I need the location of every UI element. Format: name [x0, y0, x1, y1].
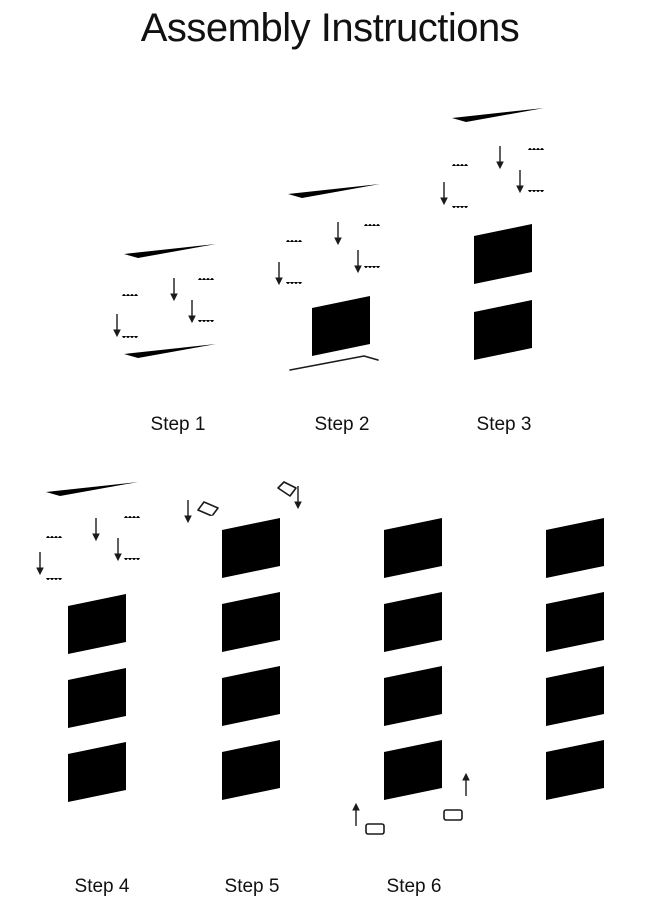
step-2-label: Step 2	[314, 414, 370, 435]
arrow-down-icon	[170, 277, 178, 301]
step-5-illustration	[184, 481, 302, 808]
arrow-down-icon	[516, 169, 524, 193]
arrow-down-icon	[113, 313, 121, 337]
step-3-label: Step 3	[476, 414, 532, 435]
arrow-down-icon	[114, 537, 122, 561]
finished-cart-illustration	[524, 504, 617, 817]
arrow-down-icon	[334, 221, 342, 245]
step-1-label: Step 1	[150, 414, 206, 435]
arrow-down-icon	[92, 517, 100, 541]
step-4-label: Step 4	[74, 876, 130, 897]
wheel-caster-icon	[365, 823, 385, 841]
arrow-down-icon	[184, 499, 192, 523]
arrow-down-icon	[496, 145, 504, 169]
step-3-illustration	[440, 104, 544, 368]
arrow-down-icon	[440, 181, 448, 205]
step-4-illustration	[36, 478, 140, 810]
page-title: Assembly Instructions	[140, 6, 520, 50]
arrow-down-icon	[188, 299, 196, 323]
step-5-label: Step 5	[224, 876, 280, 897]
step-1-illustration	[113, 240, 216, 372]
wheel-caster-icon	[443, 809, 463, 827]
arrow-down-icon	[36, 551, 44, 575]
arrow-up-icon	[352, 803, 360, 827]
step-6-illustration	[352, 504, 470, 841]
step-6-label: Step 6	[386, 876, 442, 897]
arrow-up-icon	[462, 773, 470, 797]
step-2-illustration	[275, 180, 380, 371]
arrow-down-icon	[275, 261, 283, 285]
arrow-down-icon	[354, 249, 362, 273]
